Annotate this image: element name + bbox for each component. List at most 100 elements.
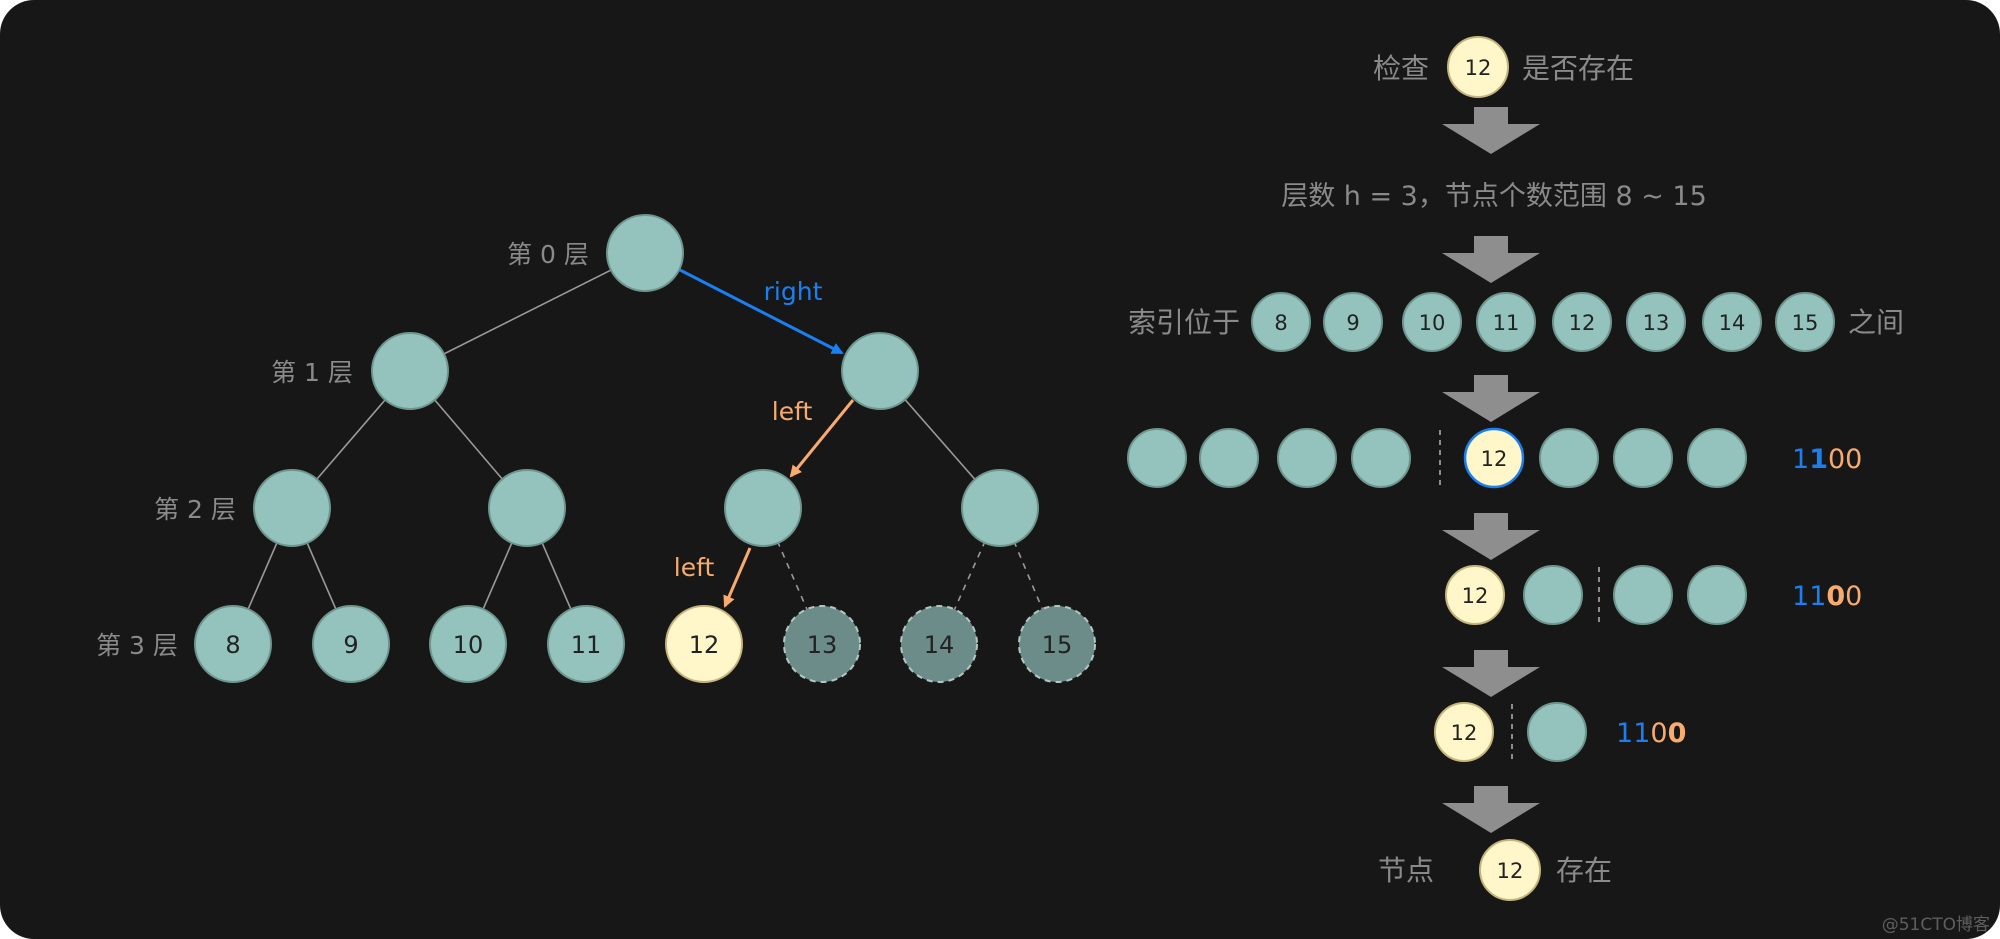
levels-text: 层数 h = 3，节点个数范围 8 ~ 15 [1281, 181, 1707, 212]
edge [409, 252, 646, 372]
down-arrow-icon [1442, 236, 1540, 283]
tree-leaf-node-missing [783, 605, 861, 683]
bit-2: 0 [1828, 444, 1845, 475]
tree-leaf-node-missing [1018, 605, 1096, 683]
row1-bits: 1100 [1792, 444, 1862, 475]
index-node [1476, 292, 1536, 352]
bit-1: 1 [1633, 718, 1650, 749]
tree: right left left 第 0 层 第 1 层 第 2 层 第 3 层 [96, 214, 1096, 683]
check-prefix: 检查 [1373, 52, 1429, 85]
row1-node [1539, 428, 1599, 488]
tree-leaf-node [312, 605, 390, 683]
tree-node-l1 [371, 332, 449, 410]
down-arrow-icon [1442, 375, 1540, 422]
bit-0: 1 [1616, 718, 1633, 749]
result-suffix: 存在 [1556, 854, 1612, 887]
index-node-label: 15 [1792, 311, 1819, 335]
index-suffix: 之间 [1848, 306, 1904, 339]
row3-node [1527, 702, 1587, 762]
tree-leaf-node [194, 605, 272, 683]
bit-3: 0 [1845, 581, 1862, 612]
down-arrow-icon [1442, 513, 1540, 560]
index-node [1775, 292, 1835, 352]
tree-leaf-node [429, 605, 507, 683]
row3-node-highlighted [1434, 702, 1494, 762]
bit-0: 1 [1792, 581, 1809, 612]
leaf-label: 13 [807, 631, 838, 659]
tree-node-l2 [961, 469, 1039, 547]
bit-2: 0 [1650, 718, 1667, 749]
down-arrow-icon [1442, 786, 1540, 833]
row2-node-label: 12 [1462, 584, 1489, 608]
tree-node-l2 [724, 469, 802, 547]
left-label-1: left [772, 397, 813, 426]
tree-leaf-node-highlighted [665, 605, 743, 683]
left-path-arrow-2 [723, 547, 752, 608]
leaf-label: 12 [689, 631, 720, 659]
result-prefix: 节点 [1378, 854, 1434, 887]
index-node [1702, 292, 1762, 352]
row1-node-label: 12 [1481, 447, 1508, 471]
bit-1: 1 [1809, 444, 1828, 475]
leaf-label: 14 [924, 631, 955, 659]
index-node-label: 8 [1274, 311, 1287, 335]
index-node-label: 11 [1493, 311, 1520, 335]
tree-node-l2 [488, 469, 566, 547]
level-label-3: 第 3 层 [96, 631, 178, 660]
steps: 检查 12 是否存在 层数 h = 3，节点个数范围 8 ~ 15 索引位于 8… [1127, 36, 1904, 901]
index-node-label: 9 [1346, 311, 1359, 335]
check-suffix: 是否存在 [1522, 52, 1634, 85]
index-node [1402, 292, 1462, 352]
leaf-label: 8 [225, 631, 240, 659]
row2-node-highlighted [1445, 565, 1505, 625]
row1-node [1351, 428, 1411, 488]
tree-leaf-node-missing [900, 605, 978, 683]
tree-leaf-node [547, 605, 625, 683]
left-path-arrow-1 [789, 399, 855, 478]
check-node-label: 12 [1465, 56, 1492, 80]
left-label-2: left [674, 553, 715, 582]
row1-node [1199, 428, 1259, 488]
index-prefix: 索引位于 [1128, 306, 1240, 339]
index-node-label: 10 [1419, 311, 1446, 335]
right-path-arrow [679, 268, 844, 355]
index-node-label: 14 [1719, 311, 1746, 335]
result-node [1479, 839, 1541, 901]
bit-3: 0 [1668, 718, 1687, 749]
row1-node [1127, 428, 1187, 488]
right-label: right [764, 277, 823, 306]
row2-node [1523, 565, 1583, 625]
index-node [1251, 292, 1311, 352]
row1-node [1277, 428, 1337, 488]
row1-node-highlighted [1463, 427, 1525, 489]
level-label-2: 第 2 层 [154, 495, 236, 524]
row2-bits: 1100 [1792, 581, 1862, 612]
row2-node [1613, 565, 1673, 625]
leaf-label: 10 [453, 631, 484, 659]
row1-node [1687, 428, 1747, 488]
row3-node-label: 12 [1451, 721, 1478, 745]
level-label-0: 第 0 层 [507, 240, 589, 269]
leaf-label: 11 [571, 631, 602, 659]
tree-node-root [606, 214, 684, 292]
index-node [1626, 292, 1686, 352]
leaf-label: 15 [1042, 631, 1073, 659]
leaf-label: 9 [343, 631, 358, 659]
tree-node-l1 [841, 332, 919, 410]
down-arrow-icon [1442, 107, 1540, 154]
index-node [1552, 292, 1612, 352]
row1-node [1613, 428, 1673, 488]
index-node [1323, 292, 1383, 352]
down-arrow-icon [1442, 650, 1540, 697]
index-node-label: 13 [1643, 311, 1670, 335]
index-node-label: 12 [1569, 311, 1596, 335]
result-node-label: 12 [1497, 859, 1524, 883]
bit-3: 0 [1845, 444, 1862, 475]
check-node [1447, 36, 1509, 98]
bit-0: 1 [1792, 444, 1809, 475]
level-label-1: 第 1 层 [271, 358, 353, 387]
tree-node-l2 [253, 469, 331, 547]
bit-1: 1 [1809, 581, 1826, 612]
